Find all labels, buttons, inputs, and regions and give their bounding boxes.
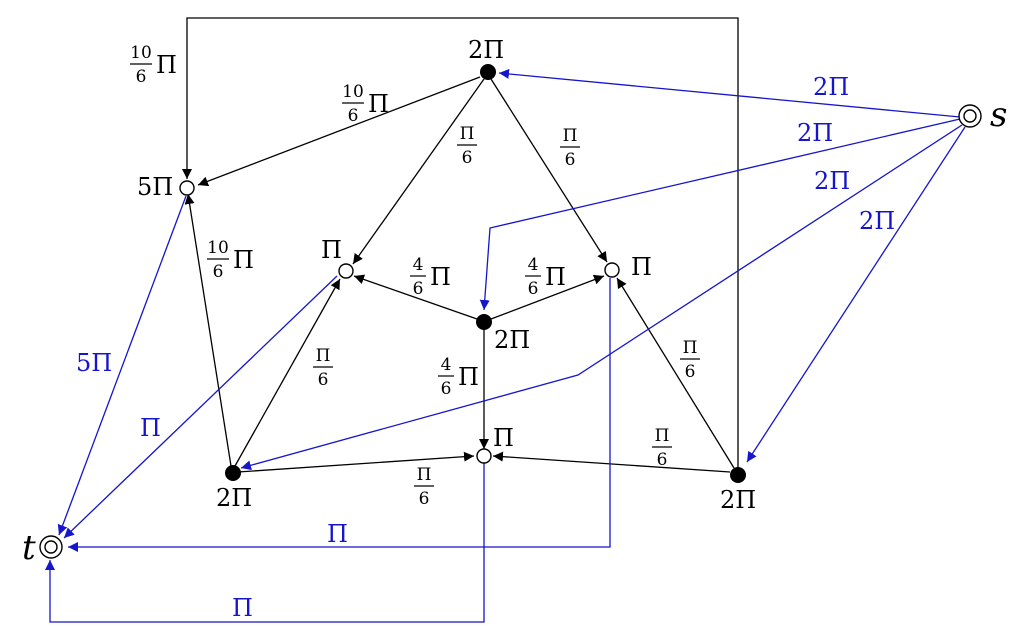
node-bottom — [476, 448, 492, 464]
svg-text:Π: Π — [430, 263, 451, 291]
node-top — [480, 64, 496, 80]
svg-text:Π: Π — [368, 90, 389, 118]
edge-top-to-inner-left — [352, 78, 485, 265]
label-bl-to-left: 10 6 Π — [207, 238, 254, 282]
label-center-to-bottom: 4 6 Π — [438, 355, 479, 399]
label-bottom-to-t: Π — [232, 594, 253, 622]
node-bottom-label: Π — [493, 424, 514, 452]
node-top-label: 2Π — [468, 36, 504, 64]
svg-text:6: 6 — [528, 279, 539, 299]
edge-s-to-top — [498, 68, 961, 118]
edge-bottom-to-t — [45, 463, 485, 623]
label-s-to-bottom-right: 2Π — [859, 207, 895, 235]
svg-text:6: 6 — [462, 148, 473, 168]
svg-text:10: 10 — [207, 238, 229, 258]
label-top-to-inner-right: Π 6 — [560, 126, 580, 170]
black-edges — [182, 17, 739, 473]
label-br-to-bottom: Π 6 — [652, 426, 672, 470]
svg-text:6: 6 — [348, 106, 359, 126]
label-s-to-top: 2Π — [813, 73, 849, 101]
label-center-to-inner-left: 4 6 Π — [410, 255, 451, 299]
sink-label: t — [22, 528, 36, 568]
node-s — [958, 104, 982, 128]
edge-s-to-bottom-left — [240, 124, 963, 471]
svg-text:Π: Π — [563, 126, 578, 146]
edge-br-to-inner-right — [616, 277, 735, 469]
svg-text:4: 4 — [413, 255, 424, 275]
label-s-to-center: 2Π — [797, 119, 833, 147]
svg-text:Π: Π — [417, 465, 432, 485]
svg-text:Π: Π — [460, 124, 475, 144]
svg-text:6: 6 — [657, 450, 668, 470]
label-top-loop: 10 6 Π — [130, 43, 177, 87]
svg-text:6: 6 — [318, 370, 329, 390]
svg-text:6: 6 — [419, 489, 430, 509]
node-inner-left — [338, 263, 354, 279]
node-bottom-right — [730, 467, 746, 483]
node-inner-right — [604, 262, 620, 278]
edge-s-to-center — [479, 118, 961, 311]
svg-text:6: 6 — [685, 362, 696, 382]
edge-labels-black: 10 6 Π 10 6 Π Π 6 Π 6 10 6 Π — [130, 43, 700, 509]
node-bottom-right-label: 2Π — [720, 486, 756, 514]
edge-top-to-inner-right — [490, 78, 608, 263]
svg-text:6: 6 — [213, 262, 224, 282]
label-bl-to-inner-left: Π 6 — [313, 346, 333, 390]
node-t — [39, 535, 63, 559]
svg-text:Π: Π — [156, 51, 177, 79]
edge-inner-left-to-t — [63, 275, 338, 539]
node-center-label: 2Π — [494, 326, 530, 354]
nodes — [39, 64, 982, 559]
node-labels: 2Π 5Π Π Π 2Π Π 2Π 2Π — [137, 36, 756, 514]
svg-text:6: 6 — [565, 150, 576, 170]
svg-text:Π: Π — [458, 363, 479, 391]
node-left — [179, 180, 195, 196]
edge-inner-right-to-t — [68, 278, 611, 552]
node-bottom-left-label: 2Π — [216, 484, 252, 512]
svg-text:4: 4 — [441, 355, 452, 375]
node-center — [476, 314, 492, 330]
edge-top-to-left — [197, 76, 481, 187]
edge-bl-to-left — [184, 193, 232, 467]
svg-text:10: 10 — [342, 82, 364, 102]
edge-s-to-bottom-right — [746, 126, 966, 463]
label-inner-left-to-t: Π — [140, 414, 161, 442]
svg-text:6: 6 — [441, 379, 452, 399]
svg-text:6: 6 — [136, 67, 147, 87]
blue-edges — [45, 68, 966, 623]
label-inner-right-to-t: Π — [327, 520, 348, 548]
svg-text:Π: Π — [545, 263, 566, 291]
label-br-to-inner-right: Π 6 — [680, 338, 700, 382]
edge-bl-to-bottom — [237, 451, 475, 473]
edge-br-to-bottom — [492, 451, 731, 473]
label-center-to-inner-right: 4 6 Π — [525, 255, 566, 299]
label-left-to-t: 5Π — [76, 349, 112, 377]
node-bottom-left — [225, 465, 241, 481]
node-left-label: 5Π — [137, 173, 173, 201]
edge-br-loop-to-left — [182, 17, 739, 472]
edge-bl-to-inner-left — [234, 278, 341, 467]
edge-center-to-inner-right — [490, 274, 605, 320]
label-s-to-bottom-left: 2Π — [814, 167, 850, 195]
node-inner-right-label: Π — [631, 253, 652, 281]
label-top-to-inner-left: Π 6 — [457, 124, 477, 168]
label-bl-to-bottom: Π 6 — [414, 465, 434, 509]
edge-center-to-inner-left — [353, 274, 478, 320]
edge-left-to-t — [57, 195, 187, 536]
svg-text:Π: Π — [655, 426, 670, 446]
svg-text:4: 4 — [528, 255, 539, 275]
node-inner-left-label: Π — [321, 236, 342, 264]
source-label: s — [990, 95, 1007, 135]
svg-text:Π: Π — [683, 338, 698, 358]
svg-text:10: 10 — [130, 43, 152, 63]
edge-labels-blue: 2Π 2Π 2Π 2Π 5Π Π Π Π — [76, 73, 895, 622]
svg-text:Π: Π — [233, 246, 254, 274]
svg-text:6: 6 — [413, 279, 424, 299]
svg-text:Π: Π — [316, 346, 331, 366]
label-top-to-left: 10 6 Π — [342, 82, 389, 126]
